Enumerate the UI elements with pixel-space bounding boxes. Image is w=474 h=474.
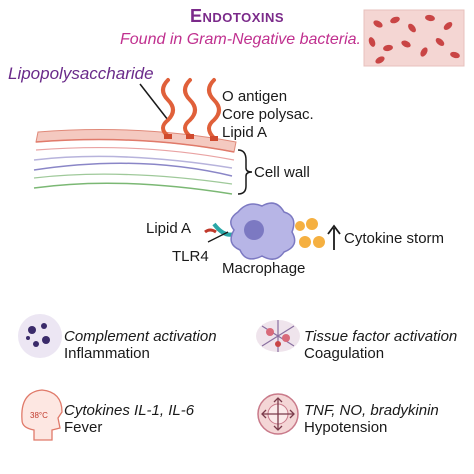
cytokine-storm-label: Cytokine storm bbox=[344, 230, 445, 247]
lps-lipid-anchors bbox=[164, 134, 218, 141]
page-title: Endotoxins bbox=[190, 6, 285, 26]
effect-complement: Complement activation Inflammation bbox=[64, 328, 217, 362]
effect-title: Cytokines IL-1, IL-6 bbox=[64, 402, 195, 419]
effect-tissue-factor: Tissue factor activation Coagulation bbox=[304, 328, 457, 362]
lipid-a-receptor-label: Lipid A bbox=[146, 220, 192, 237]
effect-title: TNF, NO, bradykinin bbox=[304, 402, 439, 419]
fever-temperature-label: 38°C bbox=[30, 411, 48, 420]
up-arrow-icon bbox=[327, 224, 341, 250]
macrophage-icon bbox=[230, 202, 296, 260]
macrophage-label: Macrophage bbox=[222, 260, 306, 277]
effect-cytokines: Cytokines IL-1, IL-6 Fever bbox=[64, 402, 194, 436]
lipid-a-label: Lipid A bbox=[222, 124, 268, 141]
lps-pointer-line bbox=[139, 83, 169, 121]
effect-title: Complement activation bbox=[64, 328, 217, 345]
vessel-dilation-icon bbox=[257, 393, 299, 435]
page-subtitle: Found in Gram-Negative bacteria. bbox=[120, 31, 361, 48]
effect-subtitle: Fever bbox=[64, 419, 103, 436]
bacteria-micrograph-icon bbox=[363, 9, 465, 67]
effect-subtitle: Hypotension bbox=[304, 419, 388, 436]
tlr4-label: TLR4 bbox=[172, 248, 209, 265]
effect-subtitle: Coagulation bbox=[304, 345, 385, 362]
effect-title: Tissue factor activation bbox=[304, 328, 458, 345]
effect-tnf: TNF, NO, bradykinin Hypotension bbox=[304, 402, 439, 436]
cell-wall-label: Cell wall bbox=[254, 164, 310, 181]
platelet-icon bbox=[256, 320, 300, 352]
effect-subtitle: Inflammation bbox=[64, 345, 150, 362]
cell-wall-brace bbox=[237, 149, 253, 195]
fever-head-icon: 38°C bbox=[21, 389, 63, 441]
cell-wall-membrane bbox=[33, 129, 237, 195]
o-antigen-label: O antigen bbox=[222, 88, 288, 105]
complement-icon bbox=[18, 314, 62, 358]
lps-chains bbox=[161, 78, 221, 140]
cytokine-dots bbox=[295, 218, 325, 248]
core-polysaccharide-label: Core polysac. bbox=[222, 106, 314, 123]
lps-label: Lipopolysaccharide bbox=[8, 64, 154, 83]
